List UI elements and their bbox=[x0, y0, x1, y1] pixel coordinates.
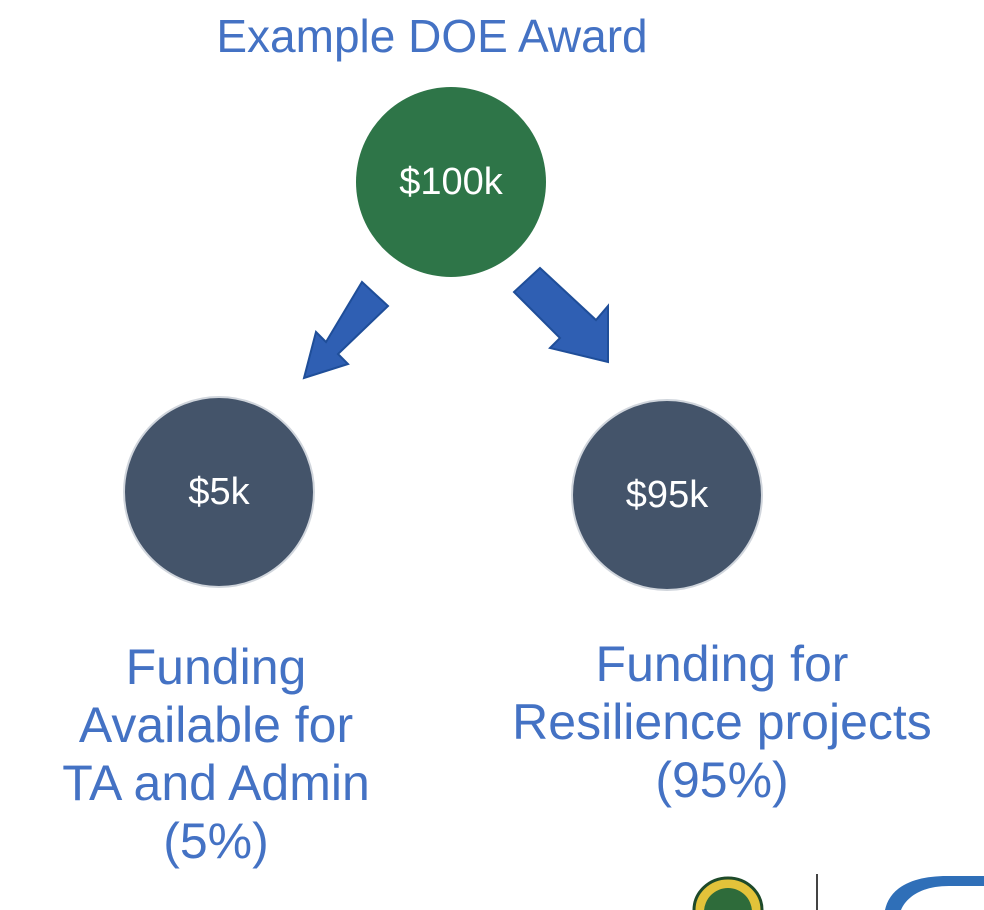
resilience-caption: Funding for Resilience projects (95%) bbox=[460, 635, 984, 809]
resilience-caption-line: Resilience projects bbox=[512, 694, 932, 750]
admin-funding-label: $5k bbox=[188, 470, 250, 513]
resilience-caption-line: Funding for bbox=[595, 636, 849, 692]
resilience-funding-label: $95k bbox=[625, 473, 709, 516]
total-award-node: $100k bbox=[356, 87, 546, 277]
admin-caption-line: TA and Admin bbox=[62, 755, 370, 811]
admin-caption-line: Available for bbox=[78, 697, 354, 753]
arrow-down-left-icon bbox=[302, 280, 390, 380]
admin-caption-line: (5%) bbox=[163, 813, 269, 869]
admin-caption-line: Funding bbox=[125, 639, 307, 695]
admin-funding-node: $5k bbox=[123, 396, 315, 588]
total-award-label: $100k bbox=[399, 160, 503, 203]
resilience-caption-line: (95%) bbox=[655, 752, 789, 808]
arrow-down-right-icon bbox=[512, 266, 609, 364]
diagram-title: Example DOE Award bbox=[216, 10, 648, 62]
admin-caption: Funding Available for TA and Admin (5%) bbox=[0, 638, 432, 870]
doe-seal-logo-icon bbox=[692, 874, 984, 910]
resilience-funding-node: $95k bbox=[571, 399, 763, 591]
